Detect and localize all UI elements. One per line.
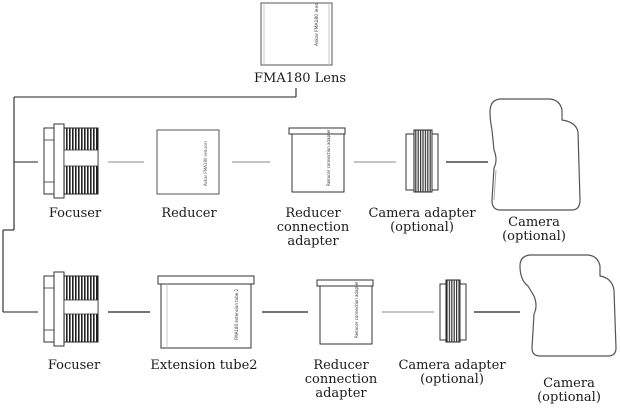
row2-extension-tube-icon: FMA180 extension tube 2 bbox=[157, 275, 255, 349]
label-line: adapter bbox=[287, 234, 339, 249]
label-line: (optional) bbox=[390, 220, 454, 235]
label-line: Camera adapter bbox=[368, 206, 476, 221]
row1-camera-label: Camera (optional) bbox=[488, 216, 580, 244]
label-line: Camera adapter bbox=[398, 358, 506, 373]
row1-focuser-label: Focuser bbox=[48, 206, 102, 221]
label-line: connection bbox=[276, 220, 350, 235]
label-line: (optional) bbox=[502, 229, 566, 244]
row1-camera-adapter-label: Camera adapter (optional) bbox=[362, 207, 482, 235]
extension-tube-side-text: FMA180 extension tube 2 bbox=[234, 288, 239, 340]
row1-focuser-icon bbox=[43, 123, 99, 199]
fma180-lens-label: FMA180 Lens bbox=[254, 71, 347, 86]
label-line: Reducer bbox=[285, 206, 341, 221]
branch-connector-lines bbox=[2, 88, 297, 313]
row2-extension-tube-label: Extension tube2 bbox=[150, 358, 258, 373]
label-line: connection bbox=[304, 372, 378, 387]
row2-camera-adapter-icon bbox=[439, 279, 467, 343]
reducer-side-text: Askar FMA180 reducer bbox=[203, 140, 208, 186]
row1-camera-adapter-icon bbox=[405, 129, 439, 193]
row1-camera-icon bbox=[489, 98, 581, 211]
row2-reducer-adapter-label: Reducer connection adapter bbox=[296, 359, 386, 401]
row2-camera-label: Camera (optional) bbox=[522, 377, 616, 405]
label-line: (optional) bbox=[537, 390, 601, 405]
label-line: adapter bbox=[315, 386, 367, 401]
row1-reducer-label: Reducer bbox=[161, 206, 217, 221]
row2-focuser-label: Focuser bbox=[47, 358, 101, 373]
row1-reducer-adapter-label: Reducer connection adapter bbox=[268, 207, 358, 249]
reducer-adapter-side-text: Reducer connection adapter bbox=[326, 129, 331, 186]
label-line: Camera bbox=[508, 215, 560, 230]
label-line: Reducer bbox=[313, 358, 369, 373]
label-line: (optional) bbox=[420, 372, 484, 387]
lens-side-text: Askar FMA180 lens bbox=[314, 3, 320, 46]
row2-reducer-adapter-side-text: Reducer connection adapter bbox=[354, 281, 359, 338]
row2-reducer-adapter-icon: Reducer connection adapter bbox=[316, 279, 374, 345]
row1-reducer-icon: Askar FMA180 reducer bbox=[156, 129, 220, 195]
row1-reducer-adapter-icon: Reducer connection adapter bbox=[288, 127, 346, 193]
row2-camera-adapter-label: Camera adapter (optional) bbox=[392, 359, 512, 387]
fma180-lens-icon: Askar FMA180 lens bbox=[260, 2, 333, 66]
row2-focuser-icon bbox=[43, 271, 99, 347]
label-line: Camera bbox=[543, 376, 595, 391]
row2-camera-icon bbox=[519, 254, 617, 357]
